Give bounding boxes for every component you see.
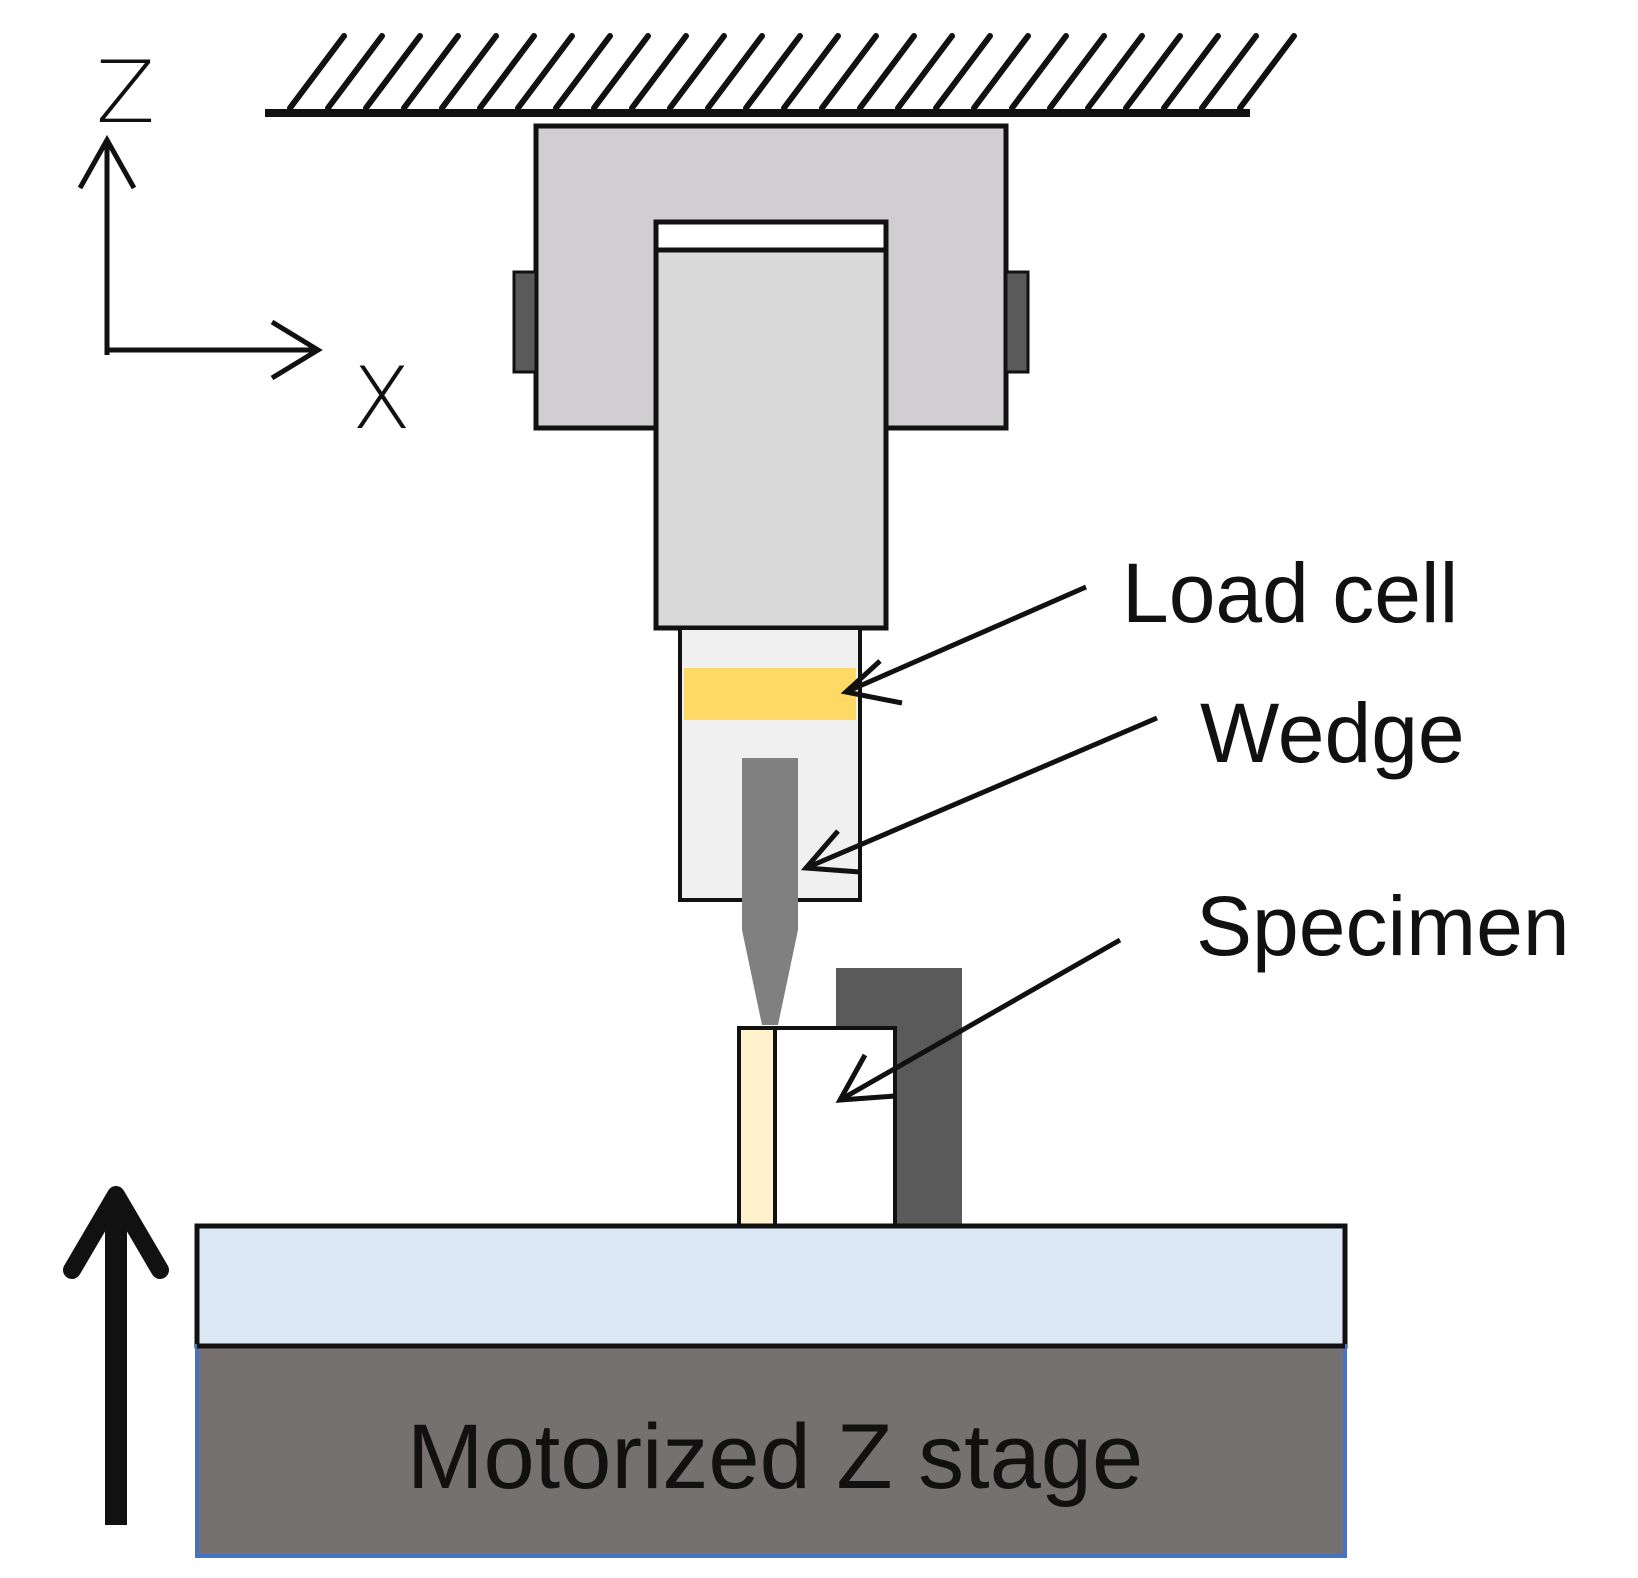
wedge-label: Wedge [1200,686,1465,780]
wedge [742,758,798,1025]
ceiling-hatch-line [819,33,879,111]
ceiling-hatch-line [553,33,613,111]
specimen-layer [737,1026,777,1228]
stage-body [195,1344,1347,1558]
ceiling-hatch-line [895,33,955,111]
load-cell-callout: Load cell [840,546,1458,706]
specimen-label: Specimen [1196,879,1570,973]
motorized-stage: Motorized Z stage [194,1223,1348,1558]
ceiling-hatch-line [1085,33,1145,111]
ceiling-hatch-line [515,33,575,111]
stage-plate [194,1223,1348,1349]
wedge-callout: Wedge [800,686,1465,875]
load-cell [684,668,856,720]
ceiling-hatch-line [933,33,993,111]
coordinate-axes: Z X [77,43,411,449]
ceiling-hatch-line [1009,33,1069,111]
ceiling-hatch-line [1237,33,1297,111]
ceiling-hatch-line [667,33,727,111]
z-axis-label: Z [96,43,155,143]
specimen-assembly [737,968,962,1228]
fixed-ceiling [265,33,1297,117]
ceiling-hatch-line [1047,33,1107,111]
ceiling-hatch-line [1161,33,1221,111]
ceiling-hatch-line [743,33,803,111]
vertical-column [653,219,889,631]
ceiling-hatch-line [857,33,917,111]
ceiling-hatch-line [1123,33,1183,111]
ceiling-hatch-line [477,33,537,111]
ceiling-hatch-line [439,33,499,111]
ceiling-hatch-line [629,33,689,111]
stage-label: Motorized Z stage [407,1406,1143,1508]
specimen [773,1026,897,1228]
ceiling-hatch-line [781,33,841,111]
ceiling-hatch-line [401,33,461,111]
ceiling-hatch-line [287,33,347,111]
motion-arrow [63,1186,169,1525]
ceiling-hatch-line [705,33,765,111]
ceiling-hatch-line [363,33,423,111]
load-cell-label: Load cell [1122,546,1458,640]
ceiling-hatch-line [591,33,651,111]
x-axis-label: X [352,349,411,449]
ceiling-hatch-line [971,33,1031,111]
specimen-callout: Specimen [835,879,1570,1103]
ceiling-hatch-line [1199,33,1259,111]
ceiling-hatch-line [325,33,385,111]
